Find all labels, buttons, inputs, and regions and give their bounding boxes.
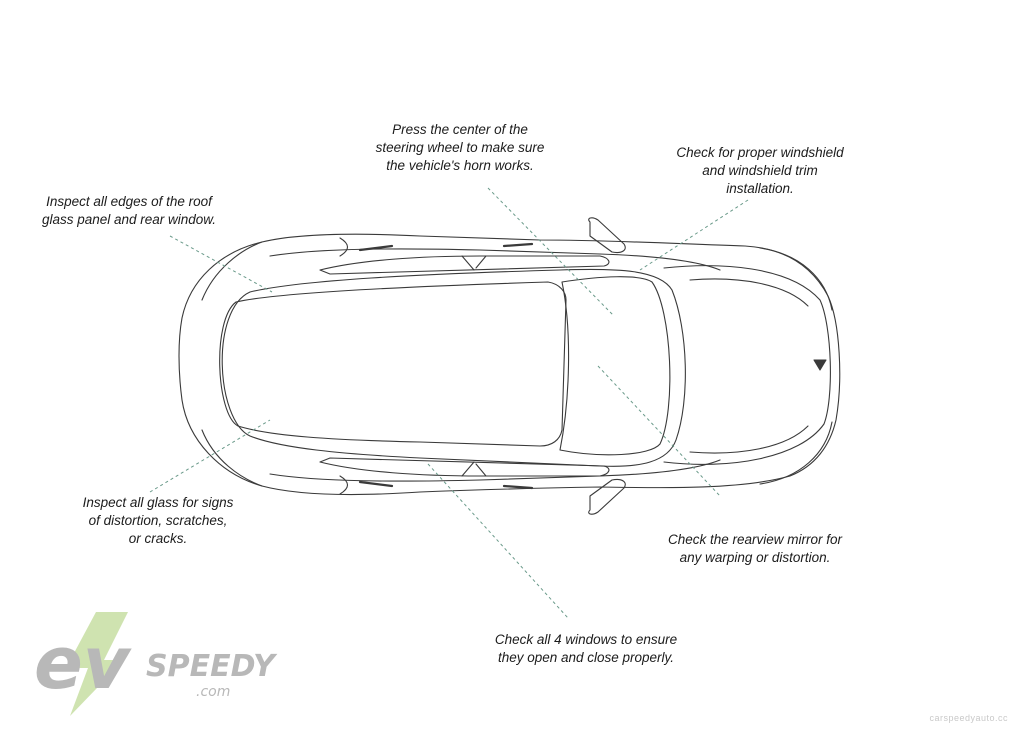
- car-outline: [178, 217, 841, 515]
- logo-domain: .com: [196, 684, 230, 700]
- glass-canopy: [221, 268, 686, 467]
- callout-windshield: Check for proper windshield and windshie…: [660, 144, 860, 198]
- car-body: [178, 233, 841, 496]
- callout-line: or cracks.: [128, 531, 188, 546]
- watermark: carspeedyauto.cc: [929, 713, 1008, 723]
- callout-line: Check all 4 windows to ensure: [494, 632, 678, 647]
- logo-mark: ev: [34, 621, 132, 705]
- callout-roof: Inspect all edges of the roof glass pane…: [24, 193, 234, 229]
- callout-line: Press the center of the: [392, 122, 528, 137]
- callout-glass: Inspect all glass for signs of distortio…: [58, 494, 258, 548]
- mirror-top: [588, 217, 626, 254]
- callout-line: they open and close properly.: [497, 650, 675, 665]
- leader-lines: [149, 187, 749, 619]
- callout-line: glass panel and rear window.: [41, 212, 217, 227]
- side-window-top: [319, 255, 610, 275]
- leader-glass: [149, 419, 271, 493]
- callout-horn: Press the center of the steering wheel t…: [360, 121, 560, 175]
- bolt-shape: [66, 612, 128, 716]
- callout-windows: Check all 4 windows to ensure they open …: [476, 631, 696, 667]
- leader-windshield: [639, 199, 749, 271]
- roof-glass-panel: [219, 281, 567, 447]
- callout-line: the vehicle's horn works.: [386, 158, 534, 173]
- callout-line: and windshield trim: [702, 163, 818, 178]
- callout-line: installation.: [726, 181, 794, 196]
- callout-line: Inspect all glass for signs: [82, 495, 234, 510]
- callout-line: of distortion, scratches,: [88, 513, 228, 528]
- callout-line: any warping or distortion.: [679, 550, 831, 565]
- logo-brand: SPEEDY: [146, 649, 278, 684]
- callout-line: Check the rearview mirror for: [667, 532, 843, 547]
- callout-line: Check for proper windshield: [676, 145, 844, 160]
- callout-line: Inspect all edges of the roof: [46, 194, 212, 209]
- leader-windows: [427, 463, 569, 619]
- leader-roof: [169, 235, 273, 293]
- callout-mirror: Check the rearview mirror for any warpin…: [650, 531, 860, 567]
- leader-mirror: [597, 365, 721, 497]
- callout-line: steering wheel to make sure: [375, 140, 545, 155]
- windshield: [559, 276, 671, 456]
- ev-speedy-logo: ev SPEEDY .com: [34, 612, 278, 716]
- mirror-bottom: [588, 478, 626, 515]
- side-window-bottom: [319, 457, 610, 477]
